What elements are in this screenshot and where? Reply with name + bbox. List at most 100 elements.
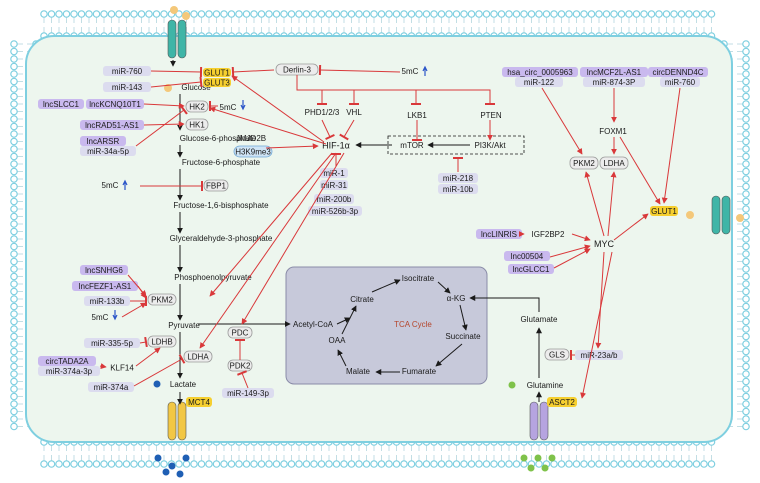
lipid-head (10, 415, 18, 423)
fivemc-pkm2: 5mC (92, 313, 109, 322)
mir335-ldhb (139, 336, 148, 348)
lipid-head (10, 227, 18, 236)
mct4-tag: MCT4 (188, 398, 210, 407)
mir34a-hk2 (135, 105, 188, 147)
lipid-head (742, 370, 750, 378)
lipid-head (10, 310, 18, 318)
lactate-dot-4 (176, 470, 184, 478)
lipid-head (742, 257, 750, 266)
pdc-enzyme: PDC (232, 329, 249, 338)
lipid-head (467, 460, 476, 468)
mir10b-box: miR-10b (443, 185, 474, 194)
lipid-head (742, 160, 750, 168)
lipid-head (512, 10, 521, 18)
pdc-enzyme-box (227, 326, 253, 339)
lipid-head (617, 10, 626, 18)
ldha-right-box (599, 156, 629, 170)
hif-pkm2 (209, 152, 333, 297)
lipid-head (10, 347, 18, 356)
ldhb-enzyme: LDHB (151, 338, 172, 347)
lipid-head (422, 460, 431, 468)
lipid-head (452, 10, 461, 18)
tca-succinate: Succinate (445, 332, 481, 341)
lipid-head (742, 137, 750, 146)
glutamate-to-akg (469, 295, 540, 312)
lipid-head (685, 10, 693, 18)
lactate-dot-0 (154, 454, 162, 462)
lipid-head (742, 47, 750, 56)
lipid-head (10, 287, 18, 296)
lipid-head (662, 10, 671, 18)
lipid-head (742, 400, 750, 408)
h3k9me3-hif (265, 143, 319, 150)
lipid-head (10, 175, 18, 183)
lncmcf2l-box-box (580, 67, 648, 77)
circtada2a-left: circTADA2A (46, 357, 90, 366)
lipid-head (152, 10, 161, 18)
lipid-head (10, 145, 18, 153)
lipid-head (742, 422, 750, 431)
lipid-head (742, 280, 750, 288)
isocitrate-to-akg (437, 281, 451, 294)
mir149-left: miR-149-3p (227, 389, 269, 398)
pkm2-right: PKM2 (573, 159, 595, 168)
tca-fumarate: Fumarate (402, 367, 437, 376)
lipid-head (602, 10, 611, 18)
mir1-box-box (320, 168, 348, 178)
h3k9me3-label-box (233, 145, 273, 158)
lipid-head (10, 40, 18, 48)
lipid-head (742, 385, 750, 393)
lipid-head (742, 92, 750, 101)
lnckcnq1ot1-left: lncKCNQ10T1 (89, 100, 141, 109)
lipid-head (137, 460, 146, 468)
lipid-head (467, 10, 476, 18)
cytoplasm (25, 35, 733, 443)
circdennd4c-box: circDENND4C (652, 68, 703, 77)
lipid-head (742, 122, 750, 131)
glucose-dot-right-1 (686, 211, 694, 219)
glutamine-dot-3 (527, 464, 535, 472)
lipid-head (115, 460, 123, 468)
glut1-right-tag: GLUT1 (651, 207, 677, 216)
mct4-tag-box (186, 397, 212, 407)
mir200b-box: miR-200b (317, 195, 352, 204)
pkm2-right-box (569, 156, 599, 170)
lncglcc1-myc (553, 248, 591, 269)
lipid-head (182, 460, 191, 468)
lipid-head (482, 460, 491, 468)
lipid-head (10, 137, 18, 146)
mir122-box: miR-122 (524, 78, 555, 87)
lipid-head (92, 460, 101, 468)
lipid-head (610, 460, 618, 468)
lipid-head (742, 152, 750, 161)
lipid-head (742, 182, 750, 191)
mir374a3p-left-box (38, 366, 100, 376)
circdennd4c-box-box (648, 67, 708, 77)
asct2-tag: ASCT2 (549, 398, 575, 407)
lipid-head (385, 460, 393, 468)
lipid-head (122, 10, 131, 18)
lipid-head (227, 10, 236, 18)
lipid-head (10, 122, 18, 131)
lipid-head (742, 250, 750, 258)
lipid-head (235, 460, 243, 468)
lipid-head (632, 460, 641, 468)
lipid-head (362, 10, 371, 18)
lipid-head (610, 10, 618, 18)
lipid-head (632, 10, 641, 18)
lipid-head (130, 460, 138, 468)
tca-akg: α-KG (447, 294, 466, 303)
lipid-head (587, 460, 596, 468)
lipid-head (302, 460, 311, 468)
lnckcnq1ot1-left-box (86, 99, 144, 109)
lipid-head (475, 460, 483, 468)
lipid-head (10, 100, 18, 108)
lipid-head (655, 10, 663, 18)
lipid-head (332, 10, 341, 18)
lipid-head (542, 10, 551, 18)
mir760-glut1-right (661, 87, 681, 204)
tca-isocitrate: Isocitrate (402, 274, 435, 283)
lipid-head (700, 460, 708, 468)
igf2bp2-label: IGF2BP2 (532, 230, 565, 239)
lipid-head (535, 10, 543, 18)
